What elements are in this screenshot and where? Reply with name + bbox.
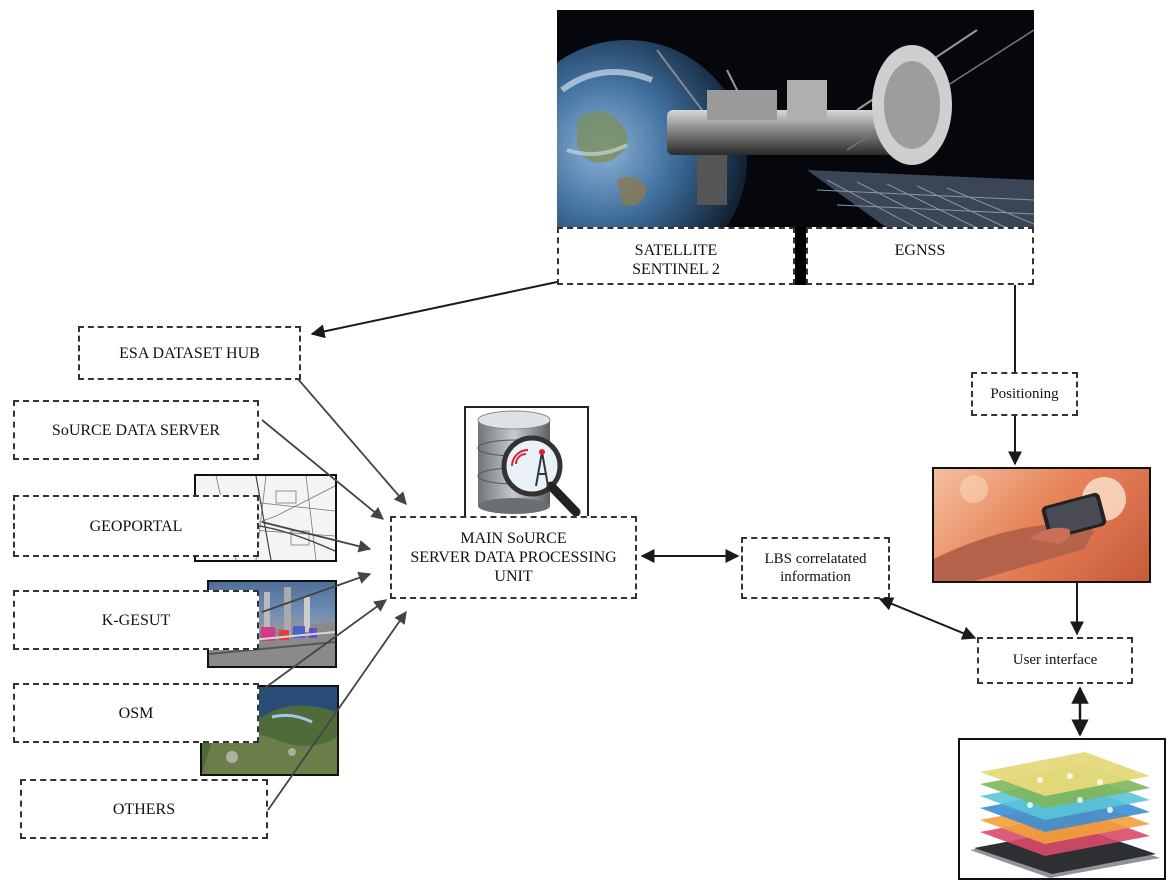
kgesut-label: K-GESUT (101, 611, 171, 629)
kgesut-box: K-GESUT (13, 590, 259, 650)
others-label: OTHERS (112, 800, 176, 818)
esa-dataset-hub-box: ESA DATASET HUB (78, 326, 301, 380)
arrow-satellite-to-esa (310, 281, 558, 339)
app-layers-phone-icon (970, 752, 1160, 878)
user-interface-box: User interface (977, 637, 1133, 684)
satellite-label: SATELLITE SENTINEL 2 (632, 242, 720, 278)
osm-label: OSM (118, 704, 154, 722)
osm-box: OSM (13, 683, 259, 743)
divider-bar (793, 227, 807, 285)
satellite-sentinel-box: SATELLITE SENTINEL 2 (557, 227, 795, 285)
geoportal-label: GEOPORTAL (89, 517, 183, 535)
egnss-box: EGNSS (806, 227, 1034, 285)
hand-holding-phone-icon (934, 475, 1126, 581)
satellite-icon (557, 29, 1034, 228)
main-processing-unit-box: MAIN SoURCE SERVER DATA PROCESSING UNIT (390, 516, 637, 599)
egnss-label: EGNSS (894, 242, 946, 259)
source-data-server-label: SoURCE DATA SERVER (51, 421, 221, 439)
database-image (464, 406, 589, 518)
smartphone-photo (932, 467, 1151, 583)
satellite-photo (557, 10, 1034, 228)
esa-dataset-hub-label: ESA DATASET HUB (119, 344, 260, 362)
lbs-information-label: LBS correlatated information (764, 551, 867, 585)
app-layers-image (958, 738, 1166, 880)
database-search-icon (477, 410, 581, 516)
arrow-lbs-user-interface-bidirectional (878, 597, 977, 640)
source-data-server-box: SoURCE DATA SERVER (13, 400, 259, 460)
user-interface-label: User interface (1012, 652, 1098, 668)
lbs-information-box: LBS correlatated information (741, 537, 890, 599)
others-box: OTHERS (20, 779, 268, 839)
geoportal-box: GEOPORTAL (13, 495, 259, 557)
main-processing-unit-label: MAIN SoURCE SERVER DATA PROCESSING UNIT (410, 530, 617, 585)
positioning-label: Positioning (990, 385, 1059, 402)
positioning-box: Positioning (971, 372, 1078, 416)
